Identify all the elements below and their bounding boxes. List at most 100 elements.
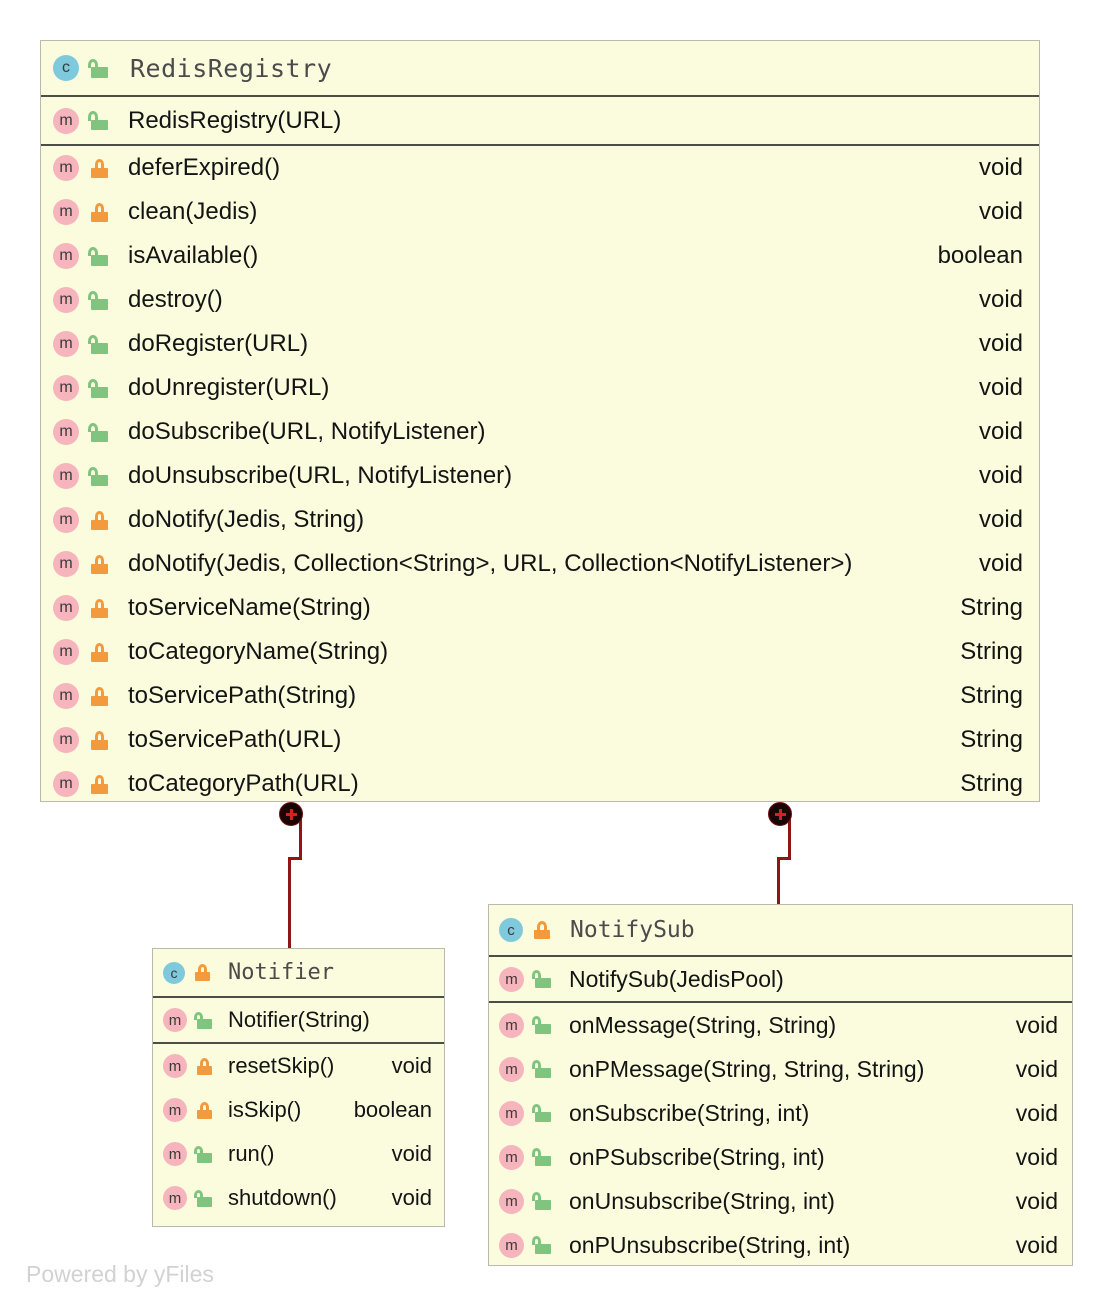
member-row[interactable]: m toCategoryPath(URL) String <box>41 762 1039 806</box>
class-name-notifysub: NotifySub <box>570 917 695 943</box>
member-row[interactable]: m doUnregister(URL) void <box>41 366 1039 410</box>
method-badge-icon: m <box>53 727 79 753</box>
member-signature: onUnsubscribe(String, int) <box>569 1187 835 1214</box>
member-row[interactable]: m shutdown() void <box>153 1176 444 1220</box>
method-badge-icon: m <box>499 1100 524 1126</box>
class-box-redisregistry[interactable]: c RedisRegistry m RedisRegistry(URL) m d… <box>40 40 1040 802</box>
member-row[interactable]: m doNotify(Jedis, Collection<String>, UR… <box>41 542 1039 586</box>
locked-padlock-icon <box>197 1057 212 1075</box>
method-badge-icon: m <box>53 287 79 313</box>
member-row[interactable]: m isAvailable() boolean <box>41 234 1039 278</box>
member-row[interactable]: m doUnsubscribe(URL, NotifyListener) voi… <box>41 454 1039 498</box>
member-return-type: void <box>978 330 1023 357</box>
member-return-type: void <box>391 1141 432 1166</box>
method-badge-icon: m <box>499 1056 524 1082</box>
unlocked-padlock-icon <box>87 58 108 78</box>
member-return-type: void <box>1015 1055 1058 1082</box>
method-badge-icon: m <box>163 1054 187 1078</box>
member-return-type: void <box>1015 1011 1058 1038</box>
member-row[interactable]: m RedisRegistry(URL) <box>41 97 1039 144</box>
member-signature: destroy() <box>128 286 223 313</box>
locked-padlock-icon <box>195 964 210 981</box>
member-row[interactable]: m onMessage(String, String) void <box>489 1003 1072 1047</box>
member-signature: doSubscribe(URL, NotifyListener) <box>128 418 486 445</box>
method-badge-icon: m <box>53 375 79 401</box>
method-badge-icon: m <box>53 551 79 577</box>
member-row[interactable]: m destroy() void <box>41 278 1039 322</box>
class-header-notifier[interactable]: c Notifier <box>153 949 444 998</box>
member-row[interactable]: m onPSubscribe(String, int) void <box>489 1135 1072 1179</box>
member-row[interactable]: m doSubscribe(URL, NotifyListener) void <box>41 410 1039 454</box>
class-box-notifysub[interactable]: c NotifySub m NotifySub(JedisPool) m onM… <box>488 904 1073 1266</box>
member-row[interactable]: m onPUnsubscribe(String, int) void <box>489 1223 1072 1267</box>
member-row[interactable]: m isSkip() boolean <box>153 1088 444 1132</box>
member-row[interactable]: m resetSkip() void <box>153 1044 444 1088</box>
unlocked-padlock-icon <box>87 290 108 310</box>
member-row[interactable]: m onSubscribe(String, int) void <box>489 1091 1072 1135</box>
locked-padlock-icon <box>91 730 108 750</box>
method-badge-icon: m <box>53 683 79 709</box>
method-section-redisregistry: m deferExpired() void m clean(Jedis) voi… <box>41 146 1039 806</box>
method-badge-icon: m <box>499 1232 524 1258</box>
class-header-notifysub[interactable]: c NotifySub <box>489 905 1072 957</box>
method-badge-icon: m <box>53 243 79 269</box>
class-badge-icon: c <box>163 961 185 984</box>
locked-padlock-icon <box>91 202 108 222</box>
member-signature: RedisRegistry(URL) <box>128 106 342 134</box>
member-row[interactable]: m toServicePath(URL) String <box>41 718 1039 762</box>
unlocked-padlock-icon <box>532 1236 551 1254</box>
method-badge-icon: m <box>499 1012 524 1038</box>
member-row[interactable]: m clean(Jedis) void <box>41 190 1039 234</box>
member-signature: doRegister(URL) <box>128 330 309 357</box>
member-row[interactable]: m doRegister(URL) void <box>41 322 1039 366</box>
member-row[interactable]: m run() void <box>153 1132 444 1176</box>
method-badge-icon: m <box>163 1142 187 1166</box>
method-badge-icon: m <box>53 155 79 181</box>
member-return-type: void <box>391 1185 432 1210</box>
class-header-redisregistry[interactable]: c RedisRegistry <box>41 41 1039 97</box>
member-row[interactable]: m doNotify(Jedis, String) void <box>41 498 1039 542</box>
member-signature: doUnsubscribe(URL, NotifyListener) <box>128 462 513 489</box>
class-badge-icon: c <box>499 918 523 942</box>
member-signature: resetSkip() <box>228 1053 335 1078</box>
member-return-type: void <box>1015 1231 1058 1258</box>
member-signature: deferExpired() <box>128 154 281 181</box>
yfiles-watermark: Powered by yFiles <box>26 1261 214 1287</box>
member-row[interactable]: m toServiceName(String) String <box>41 586 1039 630</box>
member-return-type: void <box>978 418 1023 445</box>
member-row[interactable]: m onPMessage(String, String, String) voi… <box>489 1047 1072 1091</box>
method-badge-icon: m <box>499 1188 524 1214</box>
locked-padlock-icon <box>91 158 108 178</box>
edge-segment-horizontal <box>777 857 791 860</box>
member-return-type: void <box>1015 1187 1058 1214</box>
member-signature: doUnregister(URL) <box>128 374 330 401</box>
member-row[interactable]: m toServicePath(String) String <box>41 674 1039 718</box>
member-row[interactable]: m onUnsubscribe(String, int) void <box>489 1179 1072 1223</box>
locked-padlock-icon <box>91 554 108 574</box>
member-row[interactable]: m NotifySub(JedisPool) <box>489 957 1072 1001</box>
member-signature: onPSubscribe(String, int) <box>569 1143 825 1170</box>
unlocked-padlock-icon <box>532 1104 551 1122</box>
class-badge-icon: c <box>53 55 79 81</box>
constructor-section-notifysub: m NotifySub(JedisPool) <box>489 957 1072 1003</box>
edge-segment-vertical <box>299 815 302 860</box>
locked-padlock-icon <box>91 774 108 794</box>
member-return-type: void <box>1015 1143 1058 1170</box>
method-badge-icon: m <box>53 639 79 665</box>
member-row[interactable]: m deferExpired() void <box>41 146 1039 190</box>
method-badge-icon: m <box>53 507 79 533</box>
member-return-type: boolean <box>353 1097 432 1122</box>
class-name-redisregistry: RedisRegistry <box>130 53 333 83</box>
unlocked-padlock-icon <box>532 1192 551 1210</box>
member-signature: onPUnsubscribe(String, int) <box>569 1231 851 1258</box>
member-signature: toCategoryName(String) <box>128 638 389 665</box>
member-signature: doNotify(Jedis, String) <box>128 506 365 533</box>
edge-segment-horizontal <box>288 857 302 860</box>
unlocked-padlock-icon <box>87 334 108 354</box>
unlocked-padlock-icon <box>194 1011 212 1029</box>
member-signature: onPMessage(String, String, String) <box>569 1055 925 1082</box>
class-box-notifier[interactable]: c Notifier m Notifier(String) m resetSki… <box>152 948 445 1227</box>
member-row[interactable]: m Notifier(String) <box>153 998 444 1042</box>
member-row[interactable]: m toCategoryName(String) String <box>41 630 1039 674</box>
member-return-type: void <box>978 198 1023 225</box>
